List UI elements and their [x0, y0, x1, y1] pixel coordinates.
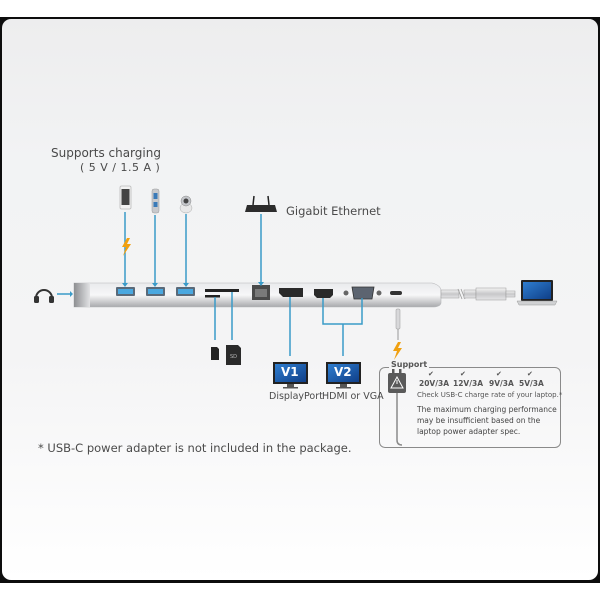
ethernet-port: [252, 285, 270, 300]
ethernet-label: Gigabit Ethernet: [286, 204, 381, 218]
hdmi-vga-label: HDMI or VGA: [322, 391, 384, 402]
headphones-icon: [34, 289, 54, 303]
monitor-v1-badge: V1: [281, 365, 299, 379]
laptop-icon: [516, 280, 558, 306]
footnote: * USB-C power adapter is not included in…: [38, 441, 352, 455]
check-icon: ✔: [428, 370, 434, 378]
monitor-v2-badge: V2: [334, 365, 352, 379]
usb-a-port-1: [116, 287, 135, 296]
voltage-20v: 20V/3A: [419, 379, 450, 388]
check-rate-text: Check USB-C charge rate of your laptop.*: [417, 391, 563, 399]
displayport-label: DisplayPort: [269, 391, 323, 402]
check-icon: ✔: [527, 370, 533, 378]
support-title: Support: [389, 360, 430, 369]
vga-port: [343, 286, 382, 300]
charging-label: Supports charging: [51, 146, 161, 160]
displayport-port: [279, 288, 303, 297]
check-icon: ✔: [460, 370, 466, 378]
voltage-12v: 12V/3A: [453, 379, 484, 388]
check-icon: ✔: [496, 370, 502, 378]
charging-spec: ( 5 V / 1.5 A ): [80, 161, 161, 174]
max-charging-note: The maximum charging performance may be …: [417, 405, 557, 436]
router-icon: [245, 195, 277, 212]
host-cable: [440, 287, 516, 301]
power-bolt-icon: [393, 342, 402, 360]
usb-flash-icon: [151, 188, 160, 214]
usb-a-port-3: [176, 287, 195, 296]
microsd-card-slot: [205, 295, 220, 298]
monitor-v1-icon: [273, 362, 308, 389]
sd-card-slot: [205, 289, 239, 292]
voltage-5v: 5V/3A: [519, 379, 544, 388]
support-box: [379, 367, 561, 448]
sd-card-icon: [226, 345, 241, 365]
monitor-v2-icon: [326, 362, 361, 389]
sd-card-label: SD: [230, 354, 237, 360]
hdmi-port: [314, 289, 333, 298]
smartphone-icon: [119, 185, 132, 210]
microsd-card-icon: [211, 347, 219, 360]
usb-c-power-cable: [395, 308, 401, 340]
usb-c-port: [390, 291, 402, 295]
lightning-bolt-icon: [122, 238, 131, 256]
usb-a-port-2: [146, 287, 165, 296]
power-adapter-icon: [388, 369, 406, 446]
voltage-9v: 9V/3A: [489, 379, 514, 388]
webcam-icon: [179, 195, 193, 214]
